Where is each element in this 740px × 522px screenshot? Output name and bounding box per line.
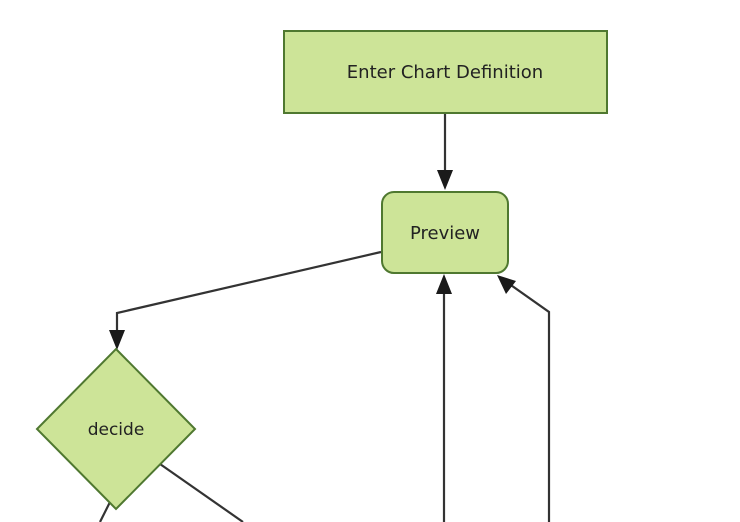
edge-line: [159, 463, 244, 522]
node-shape-rounded-rectangle[interactable]: [381, 191, 509, 274]
edge-decide-to-offscreen-below-a: [99, 501, 111, 522]
node-shape-diamond[interactable]: [35, 347, 197, 511]
arrow-head-icon: [109, 330, 125, 350]
edge-preview-to-decide: [109, 250, 382, 350]
node-shape-rectangle[interactable]: [283, 30, 608, 114]
node-preview[interactable]: Preview: [381, 191, 509, 274]
arrow-head-icon: [437, 170, 453, 190]
edge-line: [507, 282, 551, 522]
edge-line: [115, 250, 382, 337]
edge-offscreen-below-right-to-preview: [497, 275, 551, 522]
node-label-preview: Preview: [410, 223, 480, 244]
edge-decide-to-offscreen-below-b: [159, 463, 244, 522]
node-decide[interactable]: decide: [35, 347, 197, 511]
arrow-head-icon: [436, 274, 452, 294]
node-label-decide: decide: [88, 420, 145, 440]
node-label-enter-chart-definition: Enter Chart Definition: [347, 62, 543, 83]
edge-line: [99, 501, 111, 522]
node-enter-chart-definition[interactable]: Enter Chart Definition: [283, 30, 608, 114]
edge-offscreen-below-left-to-preview: [436, 274, 452, 522]
edge-enter-chart-definition-to-preview: [437, 113, 453, 190]
arrow-head-icon: [497, 275, 516, 294]
